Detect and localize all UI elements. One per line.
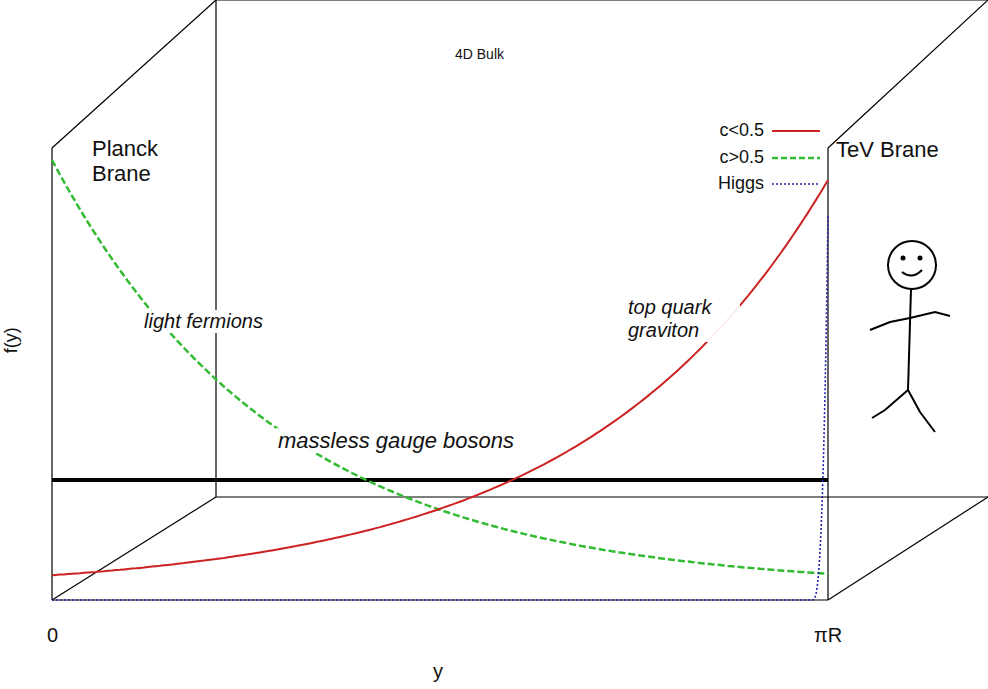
- bulk-title: 4D Bulk: [455, 46, 504, 62]
- legend-samples: [772, 131, 820, 184]
- brane-label: TeV Brane: [836, 137, 939, 162]
- profile-annotation: top quark graviton: [626, 296, 740, 342]
- higgs-profile: [52, 215, 828, 600]
- box-edges: [52, 0, 988, 600]
- stick-figure: [870, 241, 950, 432]
- axis-label: f(y): [1, 327, 22, 353]
- brane-label: Planck Brane: [92, 136, 182, 187]
- legend-entry: Higgs: [718, 173, 764, 194]
- legend-entry: c<0.5: [719, 120, 764, 141]
- axis-tick: πR: [814, 624, 842, 647]
- axis-label: y: [433, 660, 443, 683]
- gauge-boson-profile: [52, 478, 828, 482]
- legend-entry: c>0.5: [719, 147, 764, 168]
- profile-annotation: light fermions: [142, 310, 265, 333]
- axis-tick: 0: [47, 624, 58, 647]
- c-lt-half-profile: [52, 180, 828, 575]
- profile-annotation: massless gauge bosons: [276, 428, 516, 453]
- c-gt-half-profile: [52, 160, 828, 574]
